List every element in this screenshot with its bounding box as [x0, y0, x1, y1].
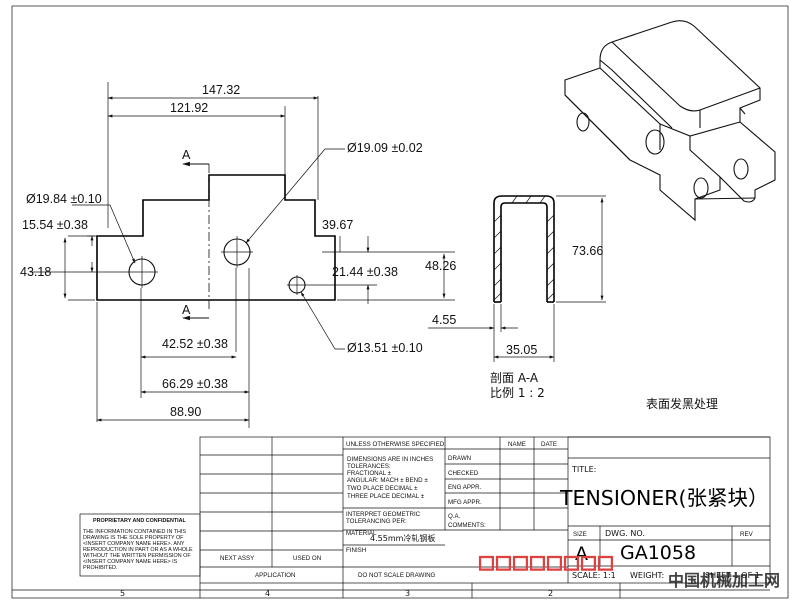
drawing-frame [11, 5, 789, 599]
svg-text:INTERPRET GEOMETRIC: INTERPRET GEOMETRIC [346, 511, 421, 518]
svg-text:USED ON: USED ON [293, 555, 321, 562]
dim-4252: 42.52 ±0.38 [162, 337, 228, 351]
unless-specified: UNLESS OTHERWISE SPECIFIED: [346, 441, 446, 448]
section-hatching [493, 195, 555, 301]
svg-text:DO NOT SCALE DRAWING: DO NOT SCALE DRAWING [358, 572, 436, 579]
svg-text:REPRODUCTION IN PART OR AS A W: REPRODUCTION IN PART OR AS A WHOLE [83, 547, 193, 553]
proprietary-box [79, 513, 201, 577]
svg-text:PROPRIETARY AND CONFIDENTIAL: PROPRIETARY AND CONFIDENTIAL [93, 518, 187, 524]
svg-text:4: 4 [265, 589, 270, 598]
dim-hole-center: Ø19.09 ±0.02 [347, 141, 423, 155]
svg-text:DRAWING IS THE SOLE PROPERTY O: DRAWING IS THE SOLE PROPERTY OF [83, 535, 184, 541]
svg-text:SIZE: SIZE [573, 531, 587, 538]
drawing-number: GA1058 [620, 542, 696, 564]
svg-text:THREE PLACE DECIMAL ±: THREE PLACE DECIMAL ± [347, 493, 425, 500]
svg-text:SCALE: 1:1: SCALE: 1:1 [572, 571, 616, 580]
svg-text:ENG APPR.: ENG APPR. [448, 484, 482, 491]
svg-text:CHECKED: CHECKED [448, 470, 479, 477]
dim-8890: 88.90 [170, 405, 201, 419]
red-watermark: □□□□□□□□ [478, 552, 614, 573]
svg-text:MATERIAL: MATERIAL [346, 530, 377, 537]
title-block [12, 436, 771, 598]
section-inner [500, 202, 548, 302]
col-date: DATE [541, 441, 557, 448]
col-name: NAME [508, 441, 526, 448]
svg-text:REV: REV [740, 531, 754, 538]
dim-hole-right: Ø13.51 ±0.10 [347, 341, 423, 355]
center-marks [126, 236, 307, 295]
dim-147: 147.32 [202, 83, 240, 97]
svg-text:NEXT ASSY: NEXT ASSY [220, 555, 254, 562]
svg-text:<INSERT COMPANY NAME HERE> IS: <INSERT COMPANY NAME HERE> IS [83, 559, 178, 565]
dim-121: 121.92 [170, 101, 208, 115]
section-label: 剖面 A-A [490, 371, 539, 385]
svg-text:5: 5 [120, 589, 125, 598]
svg-text:FINISH: FINISH [346, 547, 366, 554]
dim-1554: 15.54 ±0.38 [22, 218, 88, 232]
svg-text:SHEET 1 OF 1: SHEET 1 OF 1 [705, 571, 760, 580]
isometric-view [564, 20, 776, 222]
svg-text:COMMENTS:: COMMENTS: [448, 522, 486, 529]
section-arrow-bottom: A [182, 303, 191, 317]
svg-text:TOLERANCING PER:: TOLERANCING PER: [346, 518, 407, 525]
svg-text:WEIGHT:: WEIGHT: [630, 571, 664, 580]
dim-455: 4.55 [432, 313, 456, 327]
size-value: A [575, 543, 588, 565]
plan-view: A A [20, 82, 456, 428]
svg-text:3: 3 [405, 589, 410, 598]
svg-text:<INSERT COMPANY NAME HERE>. A: <INSERT COMPANY NAME HERE>. ANY [83, 541, 185, 547]
svg-text:DIMENSIONS ARE IN INCHES: DIMENSIONS ARE IN INCHES [347, 456, 433, 463]
svg-text:WITHOUT THE WRITTEN PERMISSION: WITHOUT THE WRITTEN PERMISSION OF [83, 553, 191, 559]
proprietary-text: PROPRIETARY AND CONFIDENTIAL THE INFORMA… [83, 518, 193, 571]
corner-watermark: 中国机械加工网 [668, 571, 780, 590]
dim-4826: 48.26 [425, 259, 456, 273]
svg-text:PROHIBITED.: PROHIBITED. [83, 565, 117, 571]
drawing-title: TENSIONER(张紧块） [559, 486, 769, 510]
surface-note: 表面发黑处理 [646, 396, 718, 411]
svg-text:FRACTIONAL ±: FRACTIONAL ± [347, 470, 392, 477]
dim-6629: 66.29 ±0.38 [162, 377, 228, 391]
section-scale: 比例 1 : 2 [490, 386, 545, 400]
svg-text:TWO PLACE DECIMAL ±: TWO PLACE DECIMAL ± [347, 485, 418, 492]
dim-3967: 39.67 [322, 218, 353, 232]
dim-hole-left: Ø19.84 ±0.10 [26, 192, 102, 206]
svg-text:ANGULAR: MACH ± BEND ±: ANGULAR: MACH ± BEND ± [347, 477, 428, 484]
extension-lines [30, 82, 455, 428]
svg-text:MFG APPR.: MFG APPR. [448, 499, 482, 506]
section-outer [493, 195, 555, 302]
svg-text:TITLE:: TITLE: [571, 465, 596, 474]
svg-text:APPLICATION: APPLICATION [255, 572, 295, 579]
section-view: 73.66 4.55 35.05 剖面 A-A 比例 1 : 2 [428, 195, 606, 400]
material-value: 4.55mm冷轧钢板 [370, 533, 435, 543]
dim-4318: 43.18 [20, 265, 51, 279]
section-arrow-top: A [182, 148, 191, 162]
dim-7366: 73.66 [572, 244, 603, 258]
title-block-text: UNLESS OTHERWISE SPECIFIED: NAME DATE DR… [120, 441, 769, 598]
svg-text:TOLERANCES:: TOLERANCES: [347, 463, 391, 470]
svg-text:2: 2 [548, 589, 553, 598]
dim-2144: 21.44 ±0.38 [332, 265, 398, 279]
svg-text:DRAWN: DRAWN [448, 455, 471, 462]
dim-3505: 35.05 [506, 343, 537, 357]
svg-text:Q.A.: Q.A. [448, 513, 461, 520]
svg-text:DWG. NO.: DWG. NO. [605, 529, 645, 538]
svg-text:THE INFORMATION CONTAINED IN T: THE INFORMATION CONTAINED IN THIS [83, 529, 186, 535]
